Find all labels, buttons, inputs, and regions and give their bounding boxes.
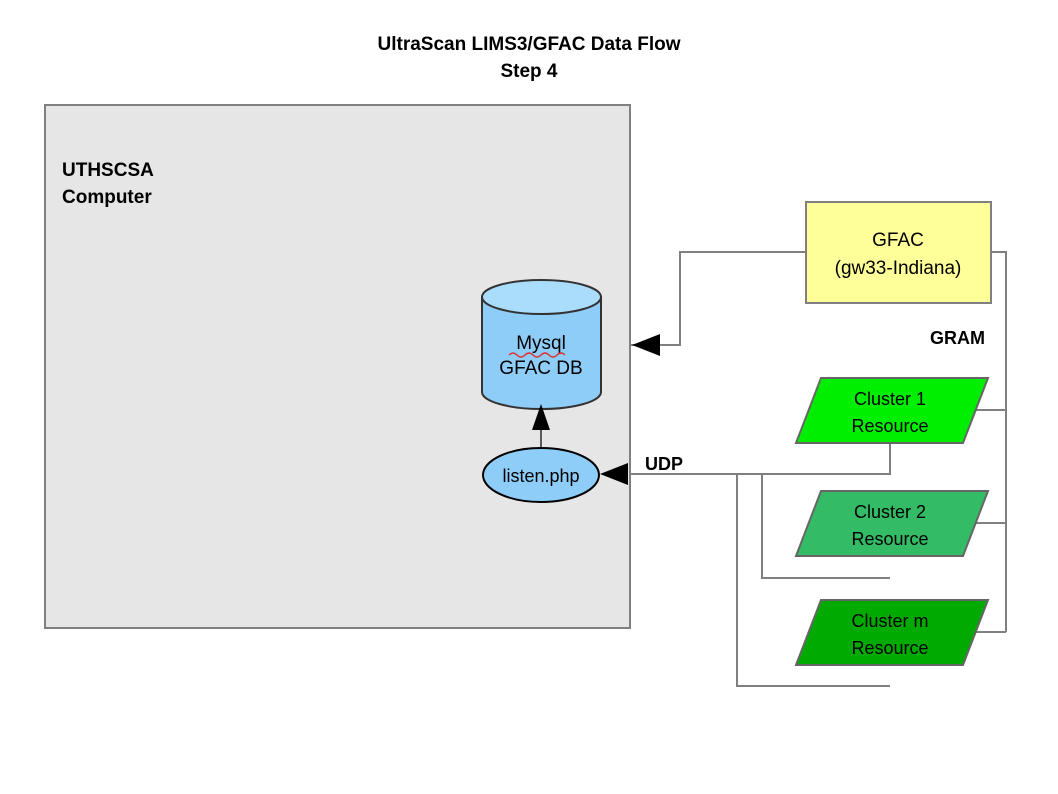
cluster2-to-listener-connector: [761, 474, 890, 579]
gfac-label-line2: (gw33-Indiana): [835, 258, 962, 279]
diagram-title-line2: Step 4: [500, 61, 557, 82]
clusterm-to-listener-connector: [736, 474, 890, 687]
listener-ellipse: [482, 447, 600, 503]
uthscsa-label-line2: Computer: [62, 187, 152, 208]
database-cylinder-top: [481, 279, 602, 315]
mysql-gfac-db-node[interactable]: Mysql GFAC DB: [481, 279, 602, 410]
listener-to-database-arrowhead: [532, 404, 550, 430]
cluster1-label-line1: Cluster 1: [854, 389, 926, 409]
udp-label: UDP: [645, 454, 683, 474]
clusterm-label-line1: Cluster m: [851, 611, 928, 631]
uthscsa-label-line1: UTHSCSA: [62, 160, 154, 181]
database-label-line1: Mysql: [516, 333, 566, 354]
cluster2-node[interactable]: Cluster 2 Resource: [794, 490, 990, 557]
cluster1-label-line2: Resource: [851, 416, 928, 436]
gfac-node[interactable]: GFAC (gw33-Indiana): [805, 201, 992, 304]
clusterm-label-line2: Resource: [851, 638, 928, 658]
cluster2-shape: [794, 490, 990, 557]
gfac-to-database-connector: [630, 251, 806, 346]
cluster2-label-line1: Cluster 2: [854, 502, 926, 522]
gram-label: GRAM: [930, 328, 985, 348]
gfac-to-database-arrowhead: [632, 334, 660, 356]
spellcheck-squiggle-icon: [508, 352, 566, 358]
gram-bus-line: [991, 251, 1007, 632]
clusterm-node[interactable]: Cluster m Resource: [794, 599, 990, 666]
cluster1-node[interactable]: Cluster 1 Resource: [794, 377, 990, 444]
gfac-label-line1: GFAC: [872, 230, 924, 251]
cluster1-shape: [794, 377, 990, 444]
diagram-title-line1: UltraScan LIMS3/GFAC Data Flow: [378, 34, 681, 55]
clusterm-shape: [794, 599, 990, 666]
cluster2-label-line2: Resource: [851, 529, 928, 549]
listener-label: listen.php: [502, 466, 579, 486]
gfac-box: [805, 201, 992, 304]
udp-arrowhead: [600, 463, 628, 485]
listen-php-node[interactable]: listen.php: [482, 447, 600, 503]
database-cylinder-body: [481, 296, 602, 410]
database-label-line2: GFAC DB: [499, 358, 582, 379]
